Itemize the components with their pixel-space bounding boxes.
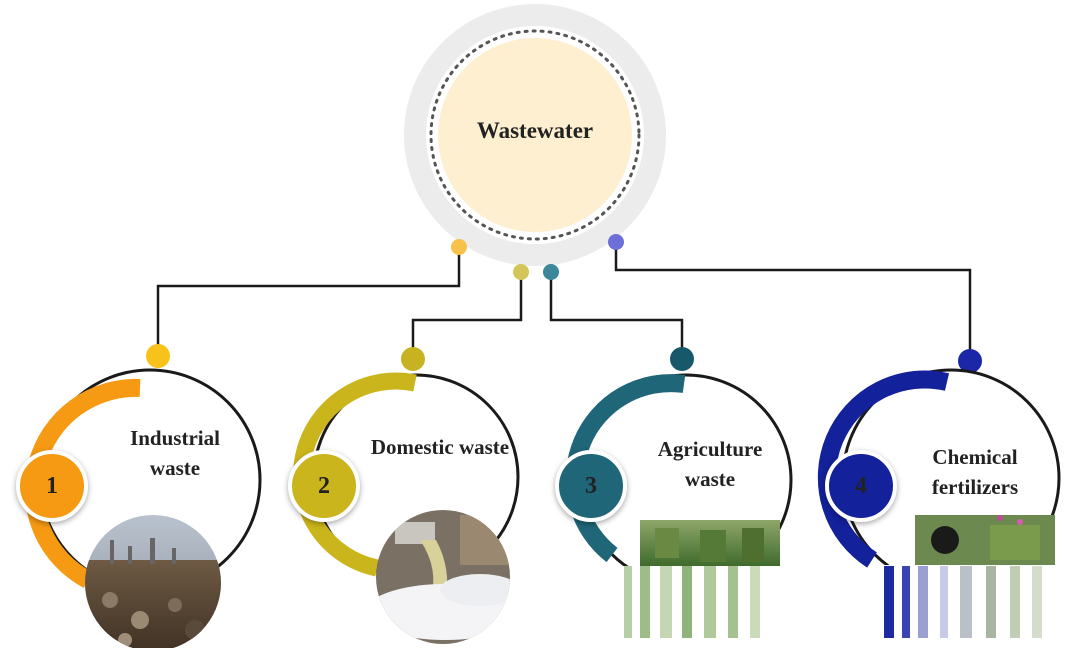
label-chemical-fertilizers: Chemical fertilizers	[895, 442, 1055, 502]
number-badge-3: 3	[555, 450, 627, 522]
dot-4-bottom	[958, 349, 982, 373]
connector-1	[156, 248, 461, 356]
dot-1-bottom	[146, 344, 170, 368]
dot-3-top	[543, 264, 559, 280]
label-4-line2: fertilizers	[931, 475, 1019, 499]
number-badge-2: 2	[288, 450, 360, 522]
center-fill	[438, 38, 632, 232]
node-1	[24, 368, 262, 648]
node-3-arc	[565, 374, 686, 563]
node-2	[293, 372, 520, 644]
dot-1-top	[451, 239, 467, 255]
label-4-line1: Chemical	[932, 445, 1018, 469]
industrial-photo	[85, 515, 221, 648]
label-agriculture-waste: Agriculture waste	[630, 434, 790, 494]
center-node	[404, 4, 666, 266]
label-domestic-waste: Domestic waste	[345, 432, 535, 462]
number-badge-4: 4	[825, 450, 897, 522]
label-3-line1: Agriculture	[657, 437, 763, 461]
number-badge-1: 1	[16, 450, 88, 522]
label-2-line1: Domestic waste	[370, 435, 510, 459]
node-4-arc	[817, 370, 950, 568]
number-4-text: 4	[855, 472, 867, 499]
number-1-text: 1	[46, 472, 58, 499]
label-3-line2: waste	[684, 467, 736, 491]
domestic-photo	[376, 510, 510, 644]
dot-2-bottom	[401, 347, 425, 371]
chemical-photo	[880, 515, 1055, 645]
center-dotted-ring	[429, 29, 641, 241]
connector-3	[549, 273, 684, 359]
dot-3-bottom	[670, 347, 694, 371]
dot-2-top	[513, 264, 529, 280]
number-3-text: 3	[585, 472, 597, 499]
label-1-line1: Industrial	[130, 426, 220, 450]
connector-2	[411, 273, 523, 359]
connector-dots	[146, 234, 982, 373]
node-3	[565, 373, 793, 645]
number-2-text: 2	[318, 472, 330, 499]
center-title: Wastewater	[476, 118, 594, 143]
connector-4	[614, 243, 972, 361]
connectors	[156, 243, 972, 361]
dot-4-top	[608, 234, 624, 250]
label-industrial-waste: Industrial waste	[95, 423, 255, 483]
agriculture-photo	[620, 520, 780, 645]
label-1-line2: waste	[149, 456, 201, 480]
